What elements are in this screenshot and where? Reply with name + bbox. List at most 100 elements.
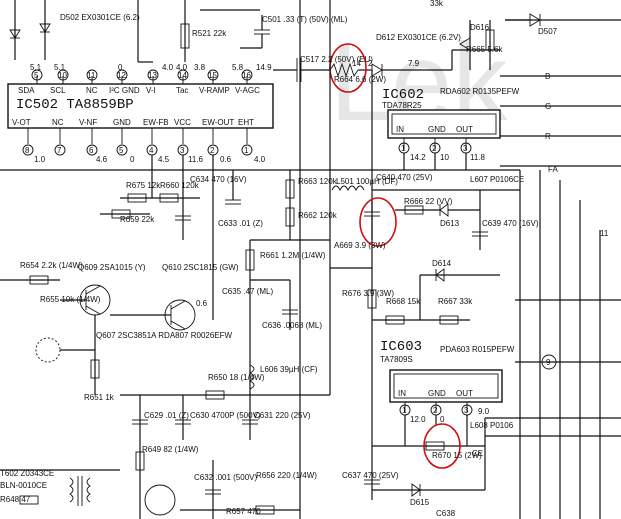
ic603-pin-stubs	[364, 402, 486, 497]
ic502-label-tac: Tac	[176, 86, 188, 95]
c638-label: C638	[436, 509, 456, 518]
d614-r668-section	[330, 267, 500, 325]
ic602-pin-gnd: GND	[428, 125, 446, 134]
d616-label: D616	[470, 23, 490, 32]
connector-9-label: 9	[546, 358, 551, 367]
c637-label: C637 470 (25V)	[342, 471, 399, 480]
l607-label: L607 P0106CE	[470, 175, 524, 184]
r521-label: R521 22k	[192, 29, 227, 38]
ic502-pin-bot-1-volt: 4.0	[254, 155, 266, 164]
ic602-part: TDA78R25	[382, 101, 422, 110]
ic602-pin-3-volt: 11.8	[470, 153, 486, 162]
top-left-components	[9, 0, 270, 63]
ic502-pin-bot-6-num: 6	[89, 146, 94, 155]
ic602-pin-in: IN	[396, 125, 404, 134]
c636-label: C636 .0068 (ML)	[262, 321, 322, 330]
ic502-pin-top-8-volt: 5.8	[232, 63, 244, 72]
ic502-body	[7, 83, 274, 129]
c639-label: C639 470 (16V)	[482, 219, 539, 228]
ic603-pin-2-volt: 0	[440, 415, 445, 424]
ic502-label-nc-bottom: NC	[52, 118, 64, 127]
r670-highlight-circle	[423, 423, 461, 469]
r666-label: R666 22 (VV)	[404, 197, 453, 206]
c629-label: C629 .01 (Z)	[144, 411, 189, 420]
ic603-pin-3-volt: 9.0	[478, 407, 490, 416]
ic603-pin-1-num: 1	[402, 406, 407, 415]
l606-label: L606 39µH (CF)	[260, 365, 318, 374]
ic602-pin-1-num: 1	[401, 144, 406, 153]
r651-label: R651 1k	[84, 393, 115, 402]
transistor-section	[0, 275, 196, 395]
bus-label-r: R	[545, 132, 551, 141]
r665-label: R665 5.6k	[466, 45, 503, 54]
l501-label: L501 100µH (DF)	[336, 177, 398, 186]
ic602-pin-stubs	[371, 70, 472, 180]
ic602-pin-2-volt: 10	[440, 153, 449, 162]
c633-label: C633 .01 (Z)	[218, 219, 263, 228]
ic502-pin-top-6-volt: 4.0	[176, 63, 188, 72]
ic502-label-i2c-gnd: I²C GND	[109, 86, 140, 95]
l608-label: L608 P0106	[470, 421, 514, 430]
t602-label: T602 Z0343CE	[0, 469, 54, 478]
r662-label: R662 120k	[298, 211, 338, 220]
r661-label: R661 1.2M (1/4W)	[260, 251, 326, 260]
bus-label-b: B	[545, 72, 550, 81]
r648-label: R648 47	[0, 495, 31, 504]
ic602-ref: RDA602 R0135PEFW	[440, 87, 520, 96]
ic502-label-ew-out: EW-OUT	[202, 118, 234, 127]
r667-label: R667 33k	[438, 297, 473, 306]
q610-label: Q610 2SC1815 (GW)	[162, 263, 239, 272]
l501-c640-section	[331, 185, 488, 250]
ic502-label-scl: SCL	[50, 86, 66, 95]
bus-label-g: G	[545, 102, 551, 111]
node-ce: CE	[472, 449, 483, 458]
ic502-pin-bot-3-num: 3	[180, 146, 185, 155]
q607-label: Q607 2SC3851A RDA807 R0026EFW	[96, 331, 233, 340]
ic502-pin-top-8-num: 16	[242, 71, 251, 80]
r668-label: R668 15k	[386, 297, 421, 306]
ic502-pin-top-7-volt: 3.8	[194, 63, 206, 72]
r-33k-top-label: 33k	[430, 0, 444, 8]
d615-label: D615	[410, 498, 430, 507]
ic502-pin-top-5-volt: 4.0	[162, 63, 174, 72]
ic502-pin-bot-3-volt: 11.6	[188, 155, 204, 164]
r649-label: R649 82 (1/4W)	[142, 445, 199, 454]
r650-label: R650 18 (1/4W)	[208, 373, 265, 382]
c640-highlight-circle	[359, 197, 397, 247]
node-7-9: 7.9	[408, 59, 420, 68]
ic502-pin-top-3-num: 11	[87, 71, 96, 80]
ic502-title: IC502 TA8859BP	[16, 97, 134, 113]
ic502-pin-top-6-num: 14	[178, 71, 187, 80]
ic502-pin-bot-5-num: 5	[119, 146, 124, 155]
r656-label: R656 220 (1/4W)	[256, 471, 317, 480]
ic603-inner	[393, 373, 499, 399]
ic502-pin-bot-1-num: 1	[244, 146, 249, 155]
c501-label: C501 .33 (T) (50V) (ML)	[262, 15, 348, 24]
mid-components	[100, 155, 330, 330]
d612-label: D612 EX0301CE (6.2V)	[376, 33, 461, 42]
ic603-pin-gnd: GND	[428, 389, 446, 398]
d507-label: D507	[538, 27, 558, 36]
ic502-top-pins	[31, 69, 253, 84]
ic602-pin-1-volt: 14.2	[410, 153, 426, 162]
node-0-6: 0.6	[196, 299, 208, 308]
r657-label: R657 470	[226, 507, 261, 516]
c635-label: C635 .47 (ML)	[222, 287, 273, 296]
ic502-pin-top-1-volt: 5.1	[30, 63, 42, 72]
ic603-title: IC603	[380, 339, 422, 355]
d614-label: D614	[432, 259, 452, 268]
ic502-label-v-agc: V-AGC	[235, 86, 260, 95]
c632-label: C632 .001 (500V)	[194, 473, 257, 482]
ic502-bottom-pins	[22, 128, 253, 156]
ic602-inner	[391, 113, 497, 135]
r660-label: R660 120k	[160, 181, 200, 190]
ic603-pin-in: IN	[398, 389, 406, 398]
ic502-label-v-nf: V-NF	[79, 118, 97, 127]
ic502-label-sda: SDA	[18, 86, 35, 95]
ic603-pin-out: OUT	[456, 389, 473, 398]
connector-9-circle	[541, 354, 557, 370]
ic502-pin-top-2-num: 10	[58, 71, 67, 80]
ic502-label-gnd: GND	[113, 118, 131, 127]
node-14-9: 14.9	[256, 63, 272, 72]
